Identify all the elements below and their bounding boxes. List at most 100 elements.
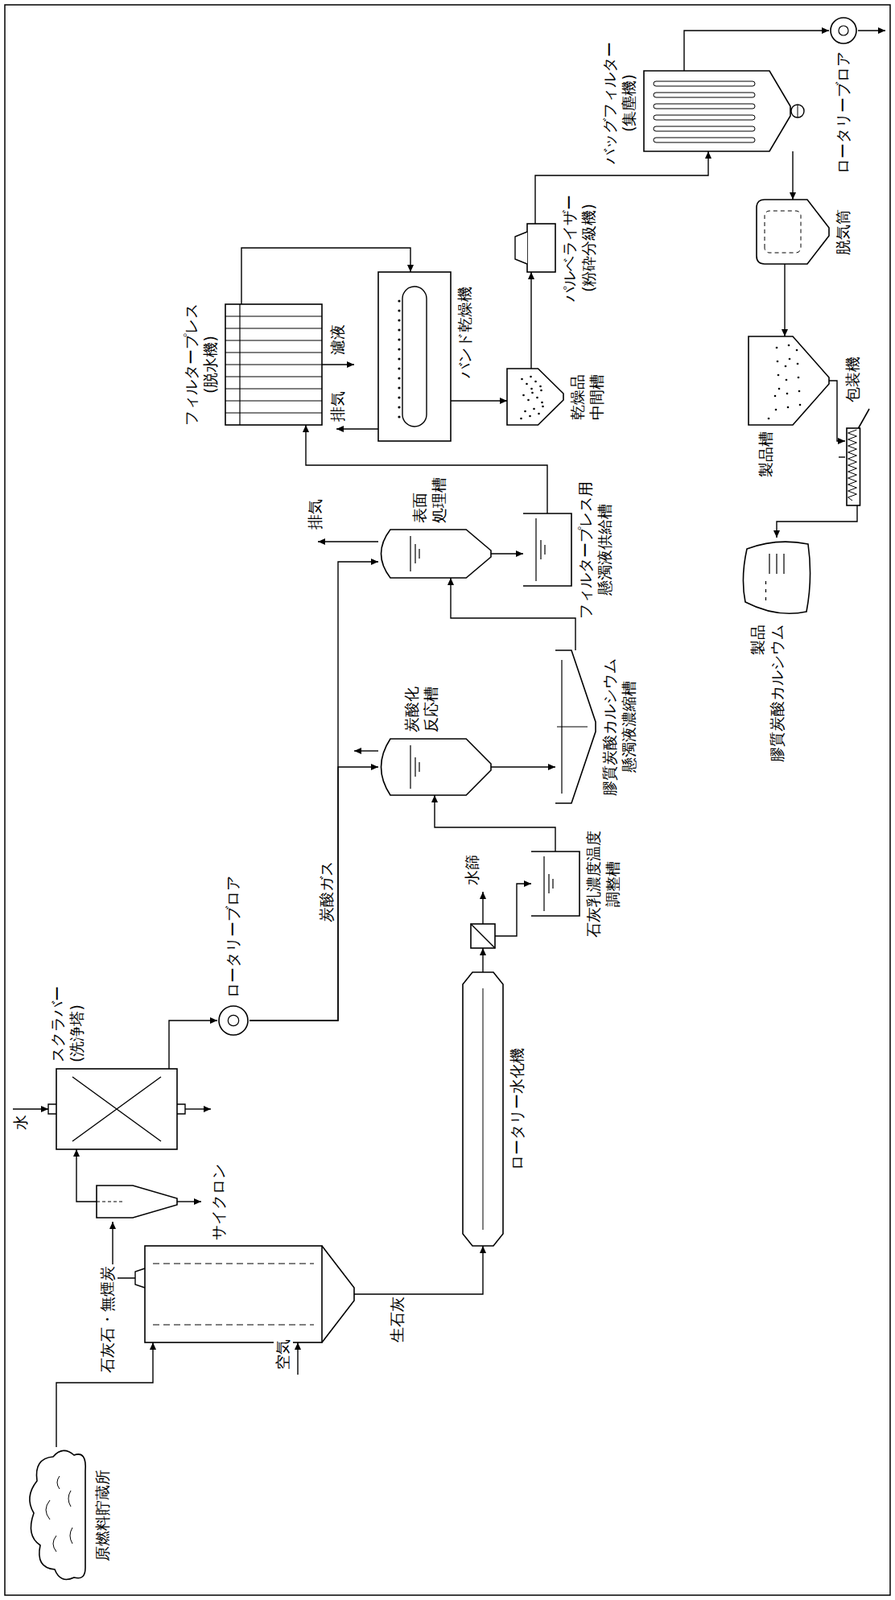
pipe-connector xyxy=(494,883,532,937)
drawing-path xyxy=(482,891,483,924)
drawing-circle xyxy=(791,104,805,118)
drawing-circle xyxy=(397,318,401,322)
deaerator: 脱気筒 xyxy=(756,199,830,264)
drawing-circle xyxy=(397,347,401,351)
drawing-line xyxy=(152,1263,314,1265)
drawing-circle xyxy=(227,1014,239,1026)
drawing-path xyxy=(555,650,596,804)
pipe-label: 炭酸ガス xyxy=(317,859,337,924)
pipe-connector xyxy=(434,795,556,852)
drawing-path xyxy=(317,540,379,542)
drawing-path xyxy=(410,745,420,789)
equipment-label: 原燃料貯蔵所 xyxy=(93,1469,113,1562)
equipment-label: フィルタープレス (脱水機) xyxy=(181,303,221,426)
pipe-connector xyxy=(490,766,556,768)
drawing-circle xyxy=(775,346,779,350)
drawing-path xyxy=(848,429,858,501)
pipe-connector xyxy=(249,561,379,1021)
drawing-path xyxy=(531,851,580,916)
drawing-circle xyxy=(519,417,523,421)
surface-tank: 表面 処理槽 xyxy=(378,529,491,578)
drawing-circle xyxy=(830,17,857,44)
drawing-circle xyxy=(397,338,401,341)
drawing-path xyxy=(536,518,545,582)
equipment-shape xyxy=(470,923,495,949)
equipment-label: 脱気筒 xyxy=(833,209,854,256)
drawing-rect xyxy=(4,4,891,1596)
drawing-rect xyxy=(378,272,451,442)
flow-label: 水 xyxy=(11,1113,31,1132)
drawing-rect xyxy=(470,923,495,949)
equipment-label: 炭酸化 反応槽 xyxy=(402,686,442,733)
equipment-shape xyxy=(531,851,580,916)
drawing-circle xyxy=(523,410,527,413)
equipment-shape xyxy=(378,272,451,442)
equipment-label: バンド乾燥機 xyxy=(455,286,475,379)
equipment-shape xyxy=(378,738,491,796)
drawing-path xyxy=(12,1108,49,1110)
feed-tank: フィルタープレス用 懸濁液供給槽 xyxy=(523,513,572,586)
drawing-circle xyxy=(529,375,533,379)
equipment-label: 製品 膠質炭酸カルシウム xyxy=(748,624,788,763)
drawing-circle xyxy=(774,395,777,398)
equipment-label: ロータリーブロア xyxy=(223,875,244,999)
drawing-circle xyxy=(397,299,401,302)
equipment-shape xyxy=(507,368,564,425)
drawing-path xyxy=(769,553,784,574)
drawing-circle xyxy=(534,380,537,384)
drawing-path xyxy=(135,1268,145,1288)
drawing-path xyxy=(48,1104,186,1114)
drawing-line xyxy=(838,456,846,458)
product-tank: 製品槽 xyxy=(748,336,830,425)
pipe-connector xyxy=(776,505,858,538)
equipment-shape xyxy=(462,972,504,1246)
equipment-shape xyxy=(378,529,491,578)
drawing-circle xyxy=(397,309,401,312)
drawing-circle xyxy=(838,25,849,36)
slurry-tank: 石灰乳濃度温度 調整槽 xyxy=(531,851,580,916)
drawing-circle xyxy=(784,365,788,368)
equipment-shape xyxy=(24,1447,89,1584)
drawing-circle xyxy=(777,374,780,377)
drawing-circle xyxy=(798,390,801,393)
drawing-line xyxy=(96,1201,125,1203)
drawing-circle xyxy=(397,357,401,360)
drawing-path xyxy=(381,738,492,796)
equipment-shape xyxy=(48,1068,186,1150)
equipment-shape xyxy=(515,223,556,273)
drawing-circle xyxy=(775,408,778,412)
drawing-circle xyxy=(788,358,792,361)
drawing-line xyxy=(482,988,484,1230)
drawing-circle xyxy=(786,392,789,396)
pipe-connector xyxy=(450,577,576,651)
drawing-path xyxy=(29,1450,86,1580)
drawing-line xyxy=(470,923,495,949)
scrubber: スクラバー (洗浄塔) xyxy=(48,1068,186,1150)
pipe-connector xyxy=(530,272,532,369)
band-dryer: バンド乾燥機 xyxy=(378,272,451,442)
equipment-shape xyxy=(523,513,572,586)
drawing-path xyxy=(45,1476,73,1552)
equipment-shape xyxy=(96,1181,178,1222)
drawing-path xyxy=(336,428,379,429)
drawing-path xyxy=(765,581,767,601)
drawing-circle xyxy=(778,387,781,391)
water-screen: 水篩 xyxy=(470,923,495,949)
drawing-circle xyxy=(397,328,401,331)
drawing-rect xyxy=(846,428,861,506)
drawing-circle xyxy=(528,415,532,418)
equipment-label: スクラバー (洗浄塔) xyxy=(48,985,87,1063)
equipment-shape xyxy=(225,304,322,425)
drawing-rect xyxy=(402,286,427,427)
drawing-path xyxy=(321,363,355,365)
drawing-path xyxy=(296,1342,298,1375)
flow-label: 生石灰 xyxy=(387,1295,408,1345)
drawing-circle xyxy=(522,394,525,397)
drawing-line xyxy=(858,408,871,429)
drawing-path xyxy=(381,529,492,578)
drawing-circle xyxy=(787,344,791,347)
drawing-rect xyxy=(56,1068,178,1150)
thickener-tank: 膠質炭酸カルシウム 懸濁液濃縮槽 xyxy=(555,650,596,804)
drawing-circle xyxy=(397,376,401,380)
drawing-path xyxy=(515,231,528,264)
